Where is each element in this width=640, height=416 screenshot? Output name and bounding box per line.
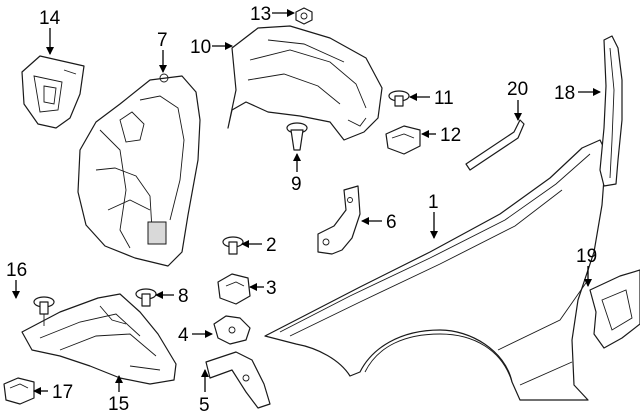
callout-9: 9	[291, 174, 302, 195]
callout-6: 6	[386, 212, 397, 233]
callout-labels: 1 2 3 4 5 6 7 8 9 10 11 12 13 14 15 16 1…	[6, 4, 597, 416]
callout-3: 3	[266, 278, 277, 299]
splash-shield-part	[21, 293, 177, 385]
callout-16: 16	[6, 260, 27, 281]
callout-14: 14	[39, 8, 61, 29]
push-clip-9-part	[286, 122, 308, 151]
nut-clip-3-part	[217, 273, 251, 305]
callout-18: 18	[554, 83, 575, 104]
side-panel-part	[589, 269, 640, 349]
callout-7: 7	[157, 30, 168, 51]
fender-liner-part	[77, 73, 201, 267]
callout-10: 10	[190, 37, 211, 58]
mounting-bracket-part	[317, 185, 361, 255]
callout-12: 12	[440, 125, 461, 146]
clip-12-part	[385, 125, 421, 155]
callout-20: 20	[507, 79, 528, 100]
support-rod-part	[465, 119, 525, 171]
callout-1: 1	[428, 192, 439, 213]
callout-17: 17	[52, 382, 73, 403]
bolt-8-part	[135, 288, 157, 307]
clip-17-part	[3, 377, 35, 405]
nut-13-part	[295, 7, 313, 25]
support-bracket-5-part	[205, 351, 271, 409]
seal-part	[599, 35, 623, 187]
fender-part	[264, 139, 607, 401]
callout-5: 5	[199, 395, 210, 416]
callout-11: 11	[434, 88, 454, 109]
liner-panel-part	[21, 55, 85, 129]
rear-liner-part	[227, 25, 383, 141]
leader-lines	[12, 9, 601, 395]
bolt-11-part	[388, 90, 410, 107]
callout-4: 4	[178, 325, 189, 346]
callout-19: 19	[576, 246, 597, 267]
bolt-16-part	[33, 296, 55, 326]
bolt-2-part	[222, 236, 244, 255]
bracket-4-part	[213, 315, 251, 345]
callout-2: 2	[266, 235, 277, 256]
callout-13: 13	[250, 4, 271, 25]
callout-8: 8	[178, 286, 189, 307]
callout-15: 15	[108, 394, 129, 415]
